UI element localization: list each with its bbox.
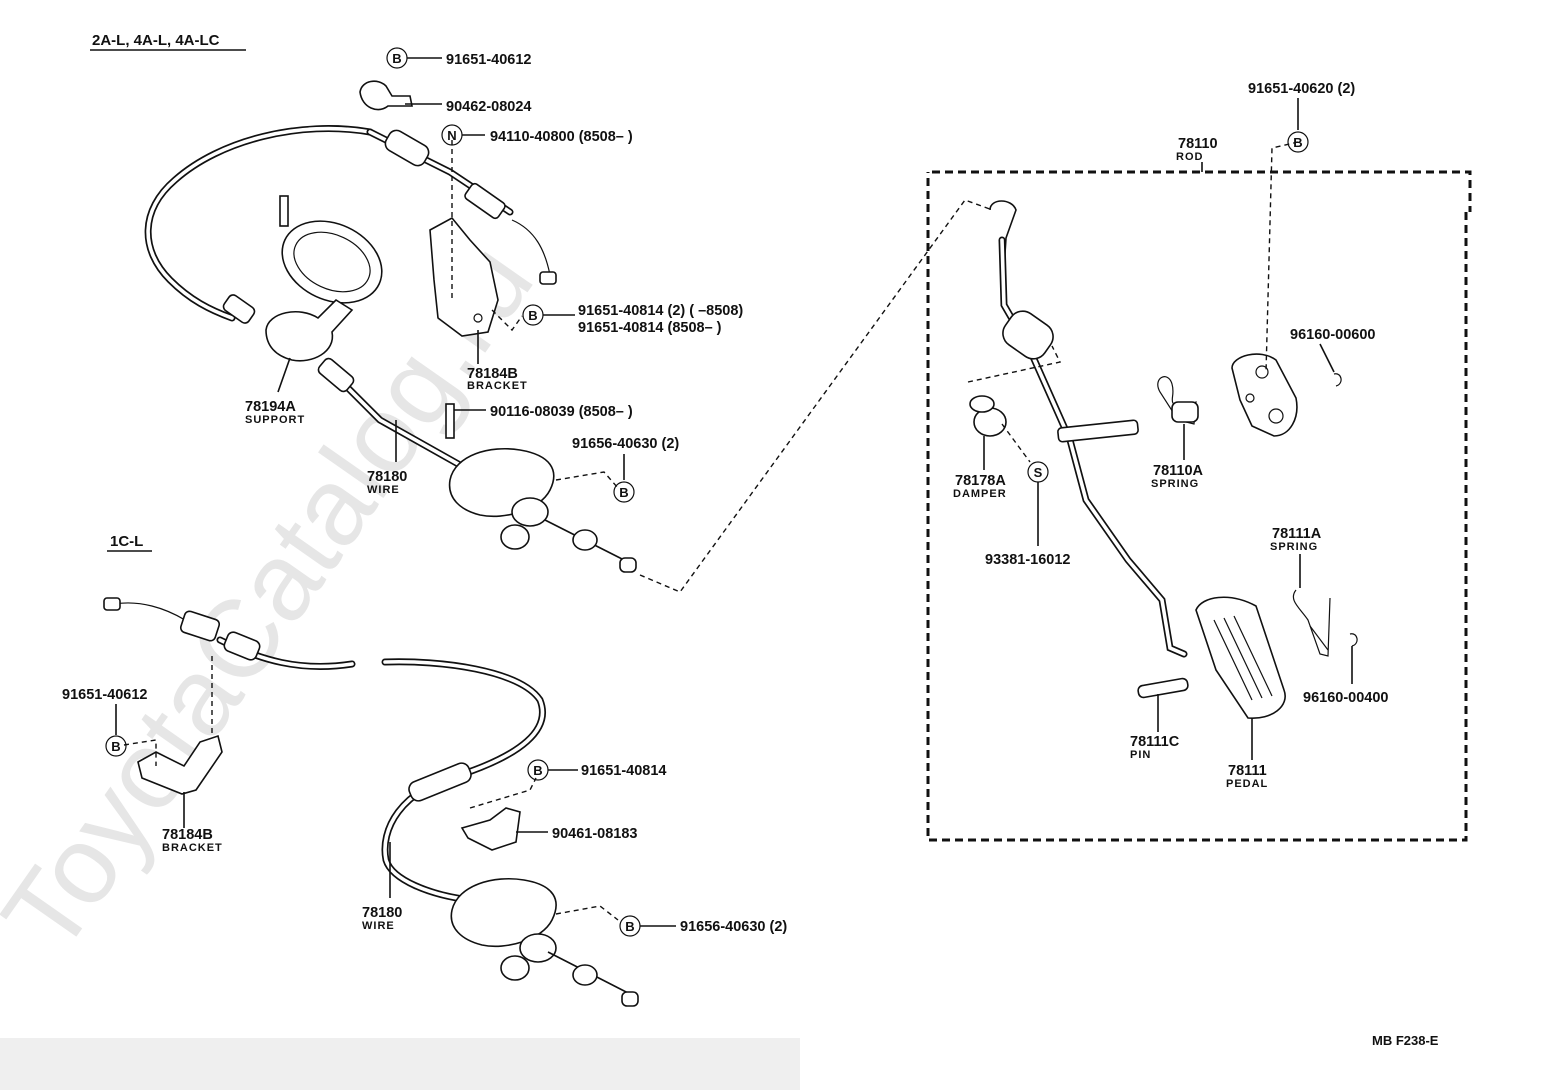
label-p4: 91651-40814 (2) ( –8508) bbox=[578, 303, 743, 319]
pin-icon bbox=[1137, 677, 1189, 699]
lower-wire-tip-icon bbox=[103, 597, 121, 611]
pedal-bracket-plate-icon bbox=[1231, 353, 1298, 437]
variant-header-2: 1C-L bbox=[110, 533, 143, 550]
label-r4: 78178A bbox=[955, 473, 1006, 489]
label-p7-sub: SUPPORT bbox=[245, 414, 305, 426]
spring-78111a-icon bbox=[1292, 589, 1331, 657]
label-p2: 90462-08024 bbox=[446, 99, 531, 115]
rod-sleeve-icon bbox=[1002, 310, 1054, 360]
pedal-assembly bbox=[926, 141, 1472, 842]
lower-left-labels: 91651-40612 B 78184B BRACKET B 91651-408… bbox=[62, 687, 787, 937]
label-q2: 78184B bbox=[162, 827, 213, 843]
connection-link-dashed bbox=[639, 199, 999, 593]
label-q5: 78180 bbox=[362, 905, 402, 921]
label-p3: 94110-40800 (8508– ) bbox=[490, 129, 633, 145]
right-panel bbox=[800, 0, 1552, 1090]
upper-left-assembly: 2A-L, 4A-L, 4A-LC bbox=[90, 32, 637, 573]
label-r7: 78111A bbox=[1272, 526, 1322, 542]
wire-end-cap-icon bbox=[222, 294, 256, 324]
svg-text:B: B bbox=[1293, 135, 1302, 150]
label-q1: 91651-40612 bbox=[62, 687, 147, 703]
label-r6: 93381-16012 bbox=[985, 552, 1070, 568]
svg-text:B: B bbox=[619, 485, 628, 500]
svg-text:B: B bbox=[111, 739, 120, 754]
label-r1: 91651-40620 (2) bbox=[1248, 81, 1355, 97]
bracket-upper-icon bbox=[429, 216, 499, 337]
lower-adjust-nut-icon bbox=[179, 610, 221, 642]
symbol-b-4 bbox=[105, 735, 127, 757]
label-r7-sub: SPRING bbox=[1270, 541, 1318, 553]
clip-lower-icon bbox=[460, 807, 521, 851]
left-panel bbox=[0, 0, 800, 1038]
label-q6: 91656-40630 (2) bbox=[680, 919, 787, 935]
label-q2-sub: BRACKET bbox=[162, 842, 223, 854]
label-p10-sub: WIRE bbox=[367, 484, 400, 496]
lower-throttle-tip-icon bbox=[621, 991, 639, 1007]
bolt-icon bbox=[279, 195, 289, 227]
svg-text:B: B bbox=[625, 919, 634, 934]
label-r3: 96160-00600 bbox=[1290, 327, 1375, 343]
lower-wire-sleeve-icon bbox=[408, 762, 472, 802]
label-p8: 90116-08039 (8508– ) bbox=[490, 404, 633, 420]
variant-header-1: 2A-L, 4A-L, 4A-LC bbox=[92, 32, 220, 49]
symbol-b-3 bbox=[613, 481, 635, 503]
label-p9: 91656-40630 (2) bbox=[572, 436, 679, 452]
adjust-nut-icon bbox=[464, 182, 506, 220]
wire-sleeve-lower-icon bbox=[317, 357, 355, 393]
pivot-shaft-icon bbox=[1057, 419, 1139, 443]
label-r5: 78110A bbox=[1153, 463, 1204, 479]
label-q4: 90461-08183 bbox=[552, 826, 637, 842]
svg-text:S: S bbox=[1034, 465, 1043, 480]
svg-text:B: B bbox=[392, 51, 401, 66]
svg-text:N: N bbox=[447, 128, 456, 143]
label-r9-sub: PIN bbox=[1130, 749, 1151, 761]
e-ring-icon bbox=[1333, 373, 1342, 387]
svg-text:B: B bbox=[528, 308, 537, 323]
upper-left-labels: B 91651-40612 90462-08024 N 94110-40800 … bbox=[245, 47, 743, 503]
pedal-assembly-labels: 91651-40620 (2) B 78110 ROD 96160-00600 … bbox=[953, 81, 1388, 790]
label-p6: 78184B bbox=[467, 366, 518, 382]
label-p1: 91651-40612 bbox=[446, 52, 531, 68]
label-r10: 78111 bbox=[1228, 763, 1267, 779]
e-ring-2-icon bbox=[1349, 633, 1358, 647]
drawing-code: MB F238-E bbox=[1372, 1033, 1439, 1048]
label-r2-sub: ROD bbox=[1176, 151, 1203, 163]
label-p6-sub: BRACKET bbox=[467, 380, 528, 392]
pedal-icon bbox=[1195, 596, 1286, 719]
svg-text:B: B bbox=[533, 763, 542, 778]
label-r8: 96160-00400 bbox=[1303, 690, 1388, 706]
symbol-b-7 bbox=[1287, 131, 1309, 153]
assembly-outline bbox=[926, 170, 1472, 842]
lower-throttle-flange-icon bbox=[450, 878, 557, 948]
label-q3: 91651-40814 bbox=[581, 763, 666, 779]
label-p10: 78180 bbox=[367, 469, 407, 485]
wire-sleeve-icon bbox=[384, 129, 430, 167]
label-r10-sub: PEDAL bbox=[1226, 778, 1268, 790]
label-r5-sub: SPRING bbox=[1151, 478, 1199, 490]
support-ring-icon bbox=[281, 220, 383, 304]
bracket-lower-icon bbox=[137, 734, 223, 795]
throttle-tip-icon bbox=[619, 557, 637, 573]
label-r9: 78111C bbox=[1130, 734, 1180, 750]
label-p7: 78194A bbox=[245, 399, 296, 415]
clip-icon bbox=[359, 80, 413, 111]
support-clamp-icon bbox=[265, 298, 354, 362]
label-r4-sub: DAMPER bbox=[953, 488, 1007, 500]
label-p5: 91651-40814 (8508– ) bbox=[578, 320, 722, 336]
label-q5-sub: WIRE bbox=[362, 920, 395, 932]
lower-left-assembly: 1C-L bbox=[103, 533, 639, 1007]
wire-tip-icon bbox=[539, 271, 557, 285]
bolt-90116-icon bbox=[445, 403, 455, 439]
label-r2: 78110 bbox=[1178, 136, 1218, 152]
